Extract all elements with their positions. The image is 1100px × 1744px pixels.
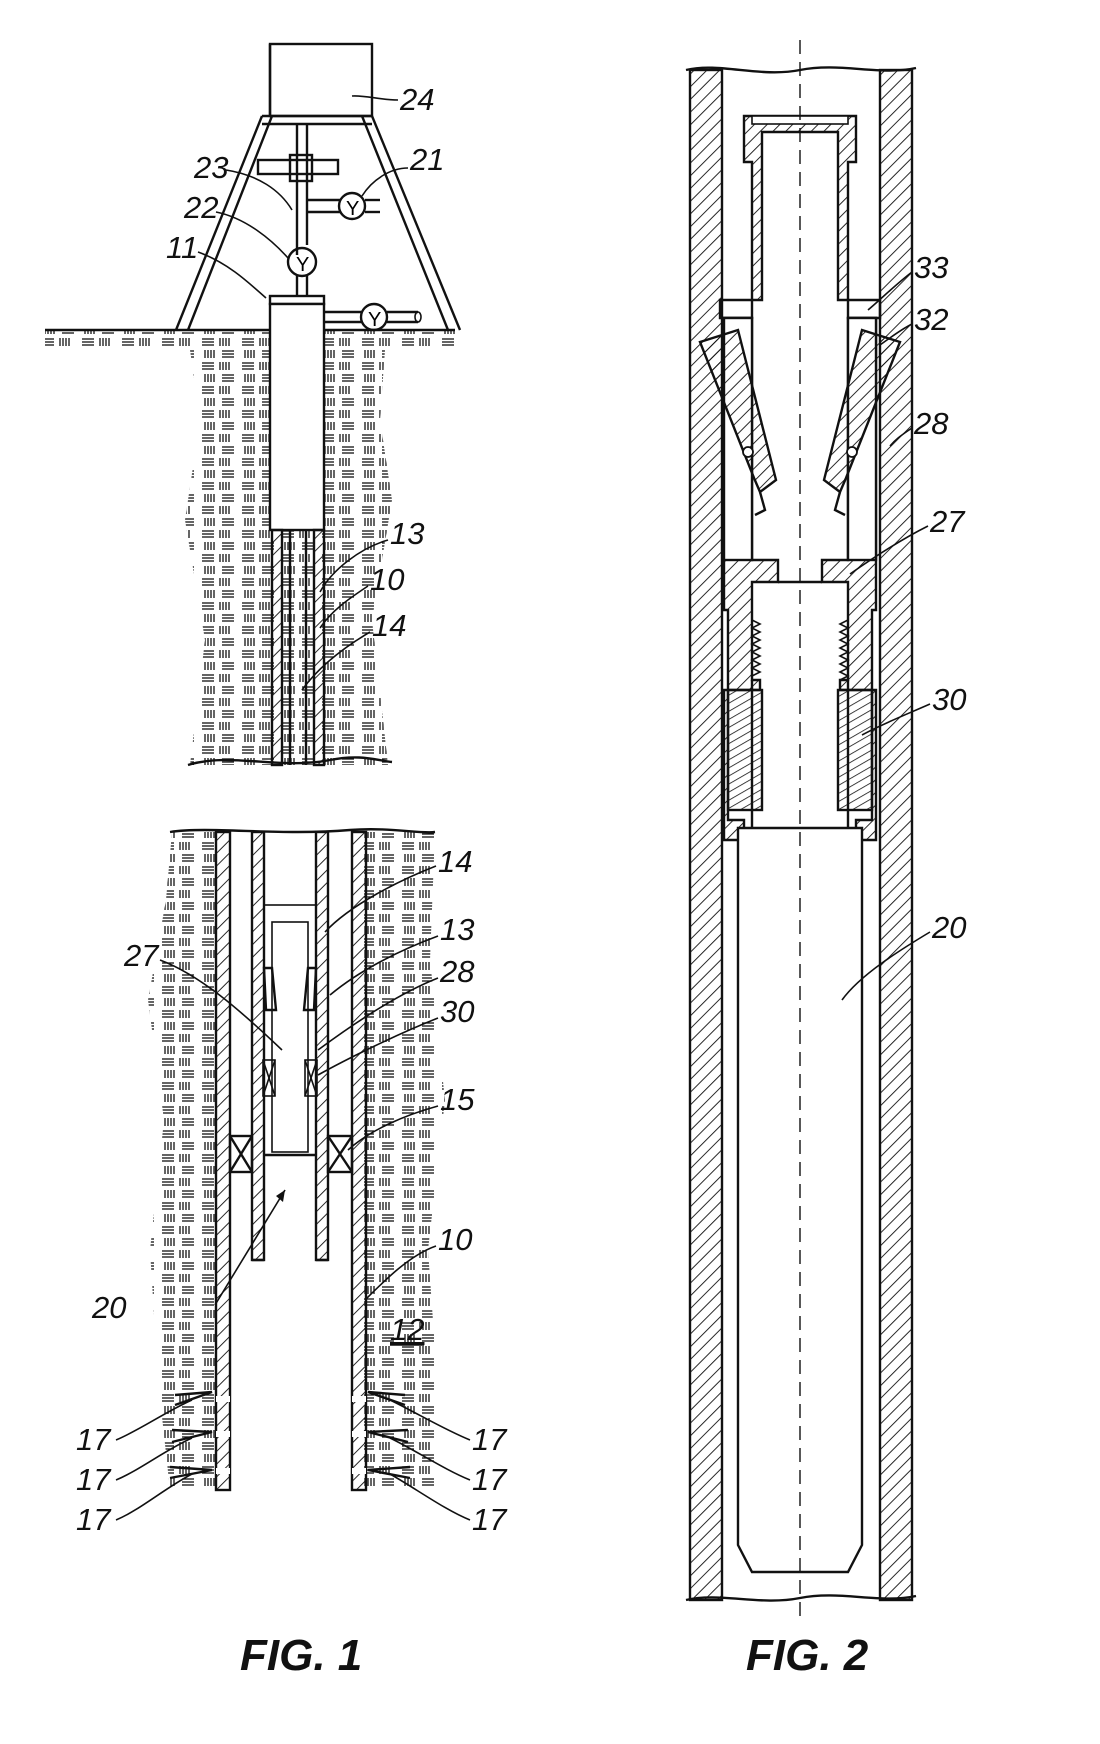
tubing-28-right bbox=[878, 68, 914, 1602]
perforation-icon bbox=[169, 1390, 411, 1480]
ref-30f2: 30 bbox=[932, 682, 966, 717]
packer-icon bbox=[228, 1134, 254, 1174]
fishing-neck bbox=[742, 114, 858, 302]
crossbar bbox=[256, 158, 340, 176]
ref-30b: 30 bbox=[440, 994, 474, 1029]
packer-icon bbox=[326, 1134, 354, 1174]
ref-17b: 17 bbox=[76, 1462, 112, 1497]
ref-17c: 17 bbox=[76, 1502, 112, 1537]
derrick-leg-left bbox=[174, 115, 264, 331]
derrick-head-24 bbox=[268, 42, 374, 118]
ref-10b: 10 bbox=[438, 1222, 472, 1257]
fig1-top-labels: 24 23 21 22 11 13 10 14 bbox=[166, 82, 444, 691]
packing-30-left bbox=[726, 688, 764, 812]
ref-23: 23 bbox=[193, 150, 228, 185]
tubing-14-left bbox=[250, 830, 266, 1262]
ref-11: 11 bbox=[166, 230, 198, 265]
valve-icon bbox=[337, 191, 367, 221]
valve-label-22: Y bbox=[296, 254, 309, 276]
figure-caption-2: FIG. 2 bbox=[746, 1631, 869, 1680]
casing-head bbox=[268, 302, 326, 532]
break-line-bottom bbox=[169, 828, 436, 834]
ref-17a: 17 bbox=[76, 1422, 112, 1457]
derrick-leg-right bbox=[370, 115, 462, 331]
ref-13b: 13 bbox=[440, 912, 474, 947]
dog-left bbox=[262, 966, 278, 1012]
tubing-28-left bbox=[688, 68, 724, 1602]
ref-24: 24 bbox=[399, 82, 434, 117]
valve-icon bbox=[359, 302, 389, 332]
break-line-bottom-fig2 bbox=[685, 1594, 917, 1602]
ref-14: 14 bbox=[372, 608, 406, 643]
ref-17f: 17 bbox=[472, 1502, 508, 1537]
casing-wall-left bbox=[270, 528, 284, 767]
ref-20f2: 20 bbox=[931, 910, 966, 945]
break-line-top bbox=[187, 756, 393, 767]
ref-28f2: 28 bbox=[913, 406, 949, 441]
plug-body-20 bbox=[736, 826, 864, 1574]
fig1-bottom-labels: 14 27 13 28 30 15 10 20 12 17 17 17 17 1… bbox=[76, 844, 508, 1537]
tubing-14-right bbox=[314, 830, 330, 1262]
ref-15: 15 bbox=[440, 1082, 475, 1117]
valve-label-21: Y bbox=[346, 198, 359, 220]
packing-30-right bbox=[836, 688, 874, 812]
fig2-labels: 33 32 28 27 30 20 bbox=[841, 250, 966, 1001]
ref-12: 12 bbox=[390, 1312, 424, 1347]
casing-10-right bbox=[350, 830, 368, 1492]
ref-20b: 20 bbox=[91, 1290, 126, 1325]
ref-32: 32 bbox=[914, 302, 948, 337]
fig1-top-view: Y Y Y bbox=[45, 42, 462, 767]
formation-earth-top bbox=[45, 330, 455, 765]
casing-10-left bbox=[214, 830, 232, 1492]
ref-27b: 27 bbox=[123, 938, 160, 973]
ref-33: 33 bbox=[914, 250, 948, 285]
wellhead-11 bbox=[268, 294, 326, 306]
valve-label-outlet: Y bbox=[368, 309, 381, 331]
ref-13: 13 bbox=[390, 516, 424, 551]
ref-28b: 28 bbox=[439, 954, 475, 989]
ref-22: 22 bbox=[183, 190, 218, 225]
ref-17d: 17 bbox=[472, 1422, 508, 1457]
ref-21: 21 bbox=[409, 142, 444, 177]
ref-27f2: 27 bbox=[929, 504, 966, 539]
figure-caption-1: FIG. 1 bbox=[240, 1631, 362, 1680]
valve-icon bbox=[286, 246, 318, 278]
ref-14b: 14 bbox=[438, 844, 472, 879]
ref-17e: 17 bbox=[472, 1462, 508, 1497]
seal-30-right bbox=[304, 1059, 318, 1097]
fig1-bottom-view bbox=[148, 828, 445, 1492]
dog-right bbox=[302, 966, 318, 1012]
fig2-view bbox=[685, 40, 917, 1620]
ref-10: 10 bbox=[370, 562, 404, 597]
casing-wall-right bbox=[312, 528, 326, 767]
seal-30-left bbox=[262, 1059, 276, 1097]
